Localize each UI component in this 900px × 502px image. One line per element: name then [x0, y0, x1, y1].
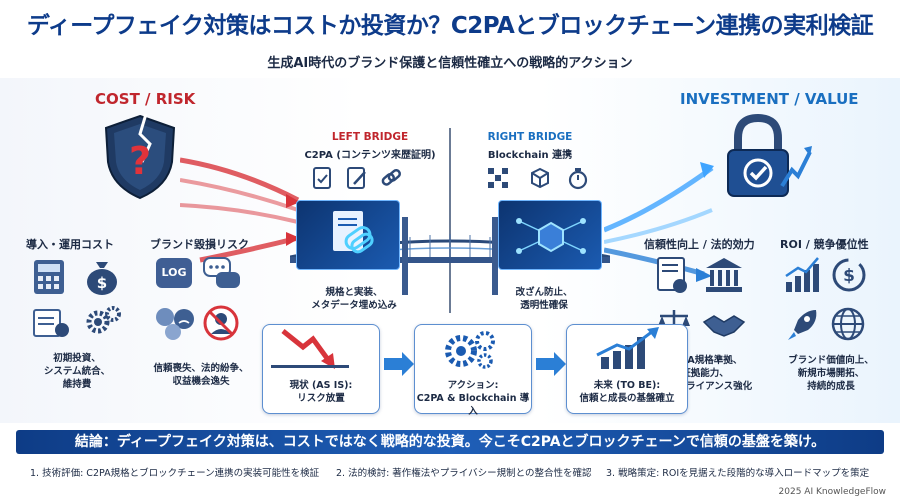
- left-bridge-heading: LEFT BRIDGE: [331, 131, 409, 143]
- brand-risk-category-label: ブランド毀損リスク: [150, 238, 249, 251]
- blockchain-cube-panel: [498, 200, 602, 270]
- investment-value-heading: INVESTMENT / VALUE: [680, 90, 859, 108]
- trust-detail: C2PA規格準拠、 証拠能力、 コンプライアンス強化: [657, 355, 753, 392]
- roi-category-label: ROI / 競争優位性: [780, 238, 869, 251]
- cost-category-label: 導入・運用コスト: [26, 238, 114, 251]
- flow-card-as-is: 現状 (AS IS): リスク放置: [262, 324, 380, 414]
- chat-bubbles-icon: [202, 256, 242, 296]
- cost-risk-heading: COST / RISK: [95, 90, 196, 108]
- document-edit-icon: [346, 166, 368, 194]
- c2pa-document-panel: [296, 200, 400, 270]
- value-flow-arrows: [603, 150, 714, 294]
- timer-icon: [566, 166, 590, 194]
- svg-text:?: ?: [129, 139, 151, 183]
- svg-text:$: $: [843, 266, 855, 286]
- certificate-icon: [656, 256, 690, 300]
- link-chain-icon: [380, 166, 402, 194]
- flow-card-action-label: アクション: C2PA & Blockchain 導入: [416, 380, 530, 417]
- page-title: ディープフェイク対策はコストか投資か？C2PAとブロックチェーン連携の実利検証: [26, 13, 874, 39]
- calculator-icon: [32, 258, 66, 300]
- broken-shield-icon: ?: [100, 112, 180, 202]
- flow-arrow-1: [384, 352, 414, 380]
- unhappy-faces-icon: [154, 306, 198, 346]
- money-bag-icon: $: [84, 256, 120, 300]
- log-badge: LOG: [156, 258, 192, 288]
- dollar-cycle-icon: $: [830, 256, 868, 298]
- page-subtitle: 生成AI時代のブランド保護と信頼性確立への戦略的アクション: [267, 56, 633, 71]
- right-bridge-heading: RIGHT BRIDGE: [487, 131, 573, 143]
- padlock-icon: [712, 112, 812, 206]
- cost-detail: 初期投資、 システム統合、 維持費: [43, 353, 111, 390]
- right-bridge-subheading: Blockchain 連携: [487, 150, 573, 161]
- conclusion-banner: 結論：ディープフェイク対策は、コストではなく戦略的な投資。今こそC2PAとブロッ…: [16, 430, 884, 454]
- blockchain-grid-icon: [486, 166, 510, 194]
- left-bridge-caption: 規格と実装、 メタデータ埋め込み: [311, 287, 397, 311]
- center-divider: [449, 128, 451, 313]
- document-check-icon: [312, 166, 334, 194]
- log-badge-text: LOG: [161, 266, 187, 279]
- prohibited-person-icon: [202, 304, 240, 346]
- action-gears-icon: [445, 331, 495, 369]
- flow-card-action: アクション: C2PA & Blockchain 導入: [414, 324, 532, 417]
- left-bridge-subheading: C2PA (コンテンツ来歴証明): [304, 150, 436, 161]
- declining-arrow-icon: [271, 329, 349, 369]
- gears-icon: [84, 304, 122, 344]
- growth-chart-icon: [784, 256, 822, 298]
- brand-risk-detail: 信頼喪失、法的紛争、 収益機会逸失: [153, 363, 249, 387]
- roi-detail: ブランド価値向上、 新規市場開拓、 持続的成長: [788, 355, 874, 392]
- trust-category-label: 信頼性向上 / 法的効力: [644, 238, 755, 251]
- flow-card-as-is-label: 現状 (AS IS): リスク放置: [289, 380, 353, 404]
- footer-credit: 2025 AI KnowledgeFlow: [778, 487, 886, 497]
- step-2: 2. 法的検討: 著作権法やプライバシー規制との整合性を確認: [336, 468, 592, 479]
- rising-chart-icon: [596, 327, 659, 369]
- rocket-icon: [786, 306, 822, 346]
- flow-card-to-be-label: 未来 (TO BE): 信頼と成長の基盤確立: [579, 380, 675, 404]
- step-1: 1. 技術評価: C2PA規格とブロックチェーン連携の実装可能性を検証: [30, 468, 320, 479]
- flow-card-to-be: 未来 (TO BE): 信頼と成長の基盤確立: [566, 324, 688, 414]
- handshake-icon: [702, 308, 746, 344]
- step-3: 3. 戦略策定: ROIを見据えた段階的な導入ロードマップを策定: [606, 468, 870, 479]
- invoice-icon: [32, 306, 70, 344]
- cube-network-icon: [528, 166, 552, 194]
- globe-icon: [830, 306, 866, 346]
- svg-text:$: $: [97, 274, 107, 292]
- flow-arrow-2: [536, 352, 566, 380]
- right-bridge-caption: 改ざん防止、 透明性確保: [515, 287, 573, 311]
- courthouse-icon: [704, 256, 744, 298]
